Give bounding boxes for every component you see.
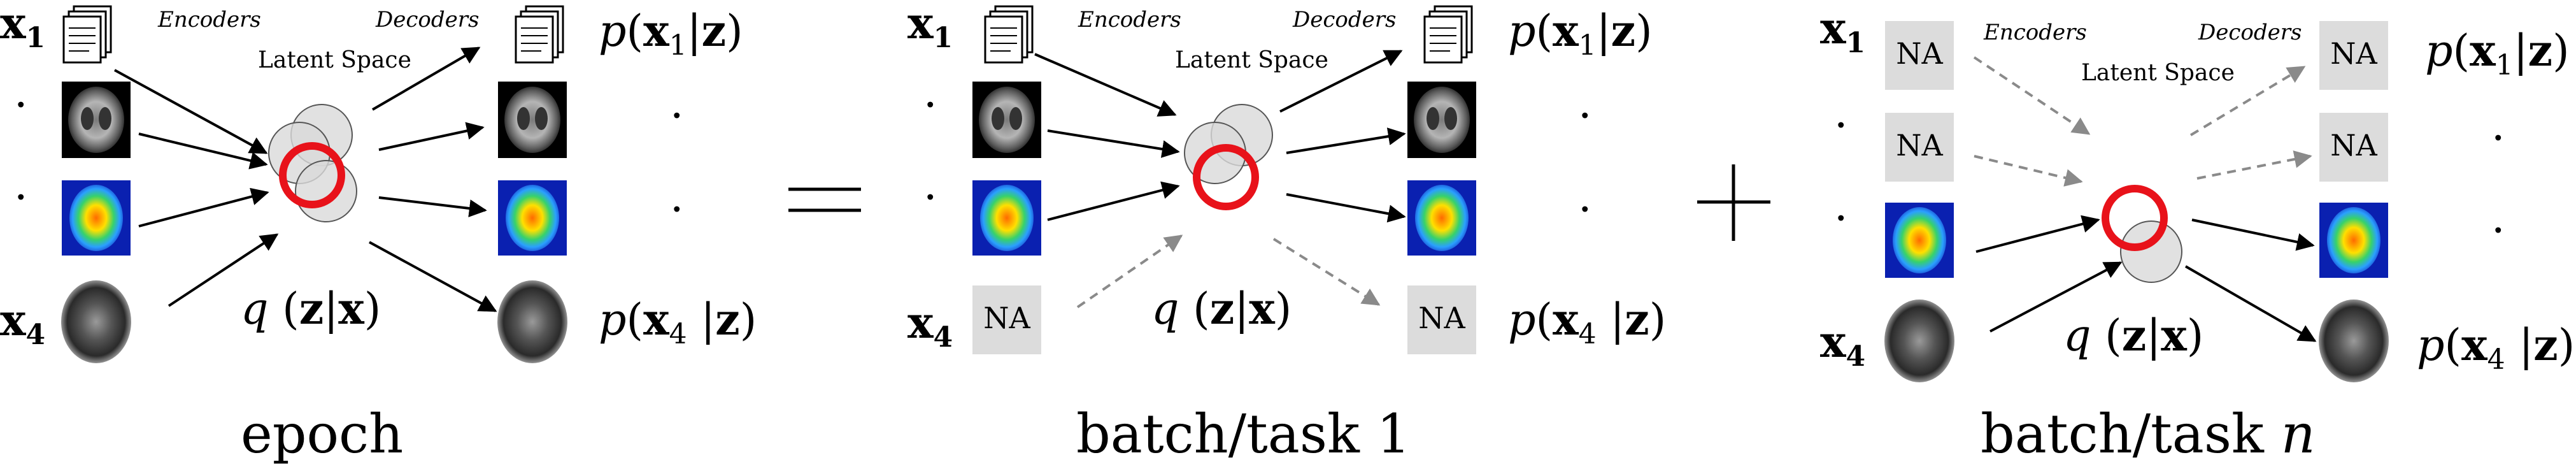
decoder-arrows xyxy=(1279,50,1406,223)
latent-space-label: Latent Space xyxy=(2081,60,2235,86)
output-label-p-x1: p(x1|z) xyxy=(1508,6,1653,62)
input-label-dot-2: · xyxy=(14,80,28,131)
encoders-label: Encoders xyxy=(1983,20,2087,45)
input-label-x1: x1 xyxy=(1820,3,1865,59)
na-label: NA xyxy=(1418,301,1465,335)
panel-task-1: x1 · · x4 NA xyxy=(907,0,1666,465)
decoders-label: Decoders xyxy=(2198,20,2302,45)
input-label-x1: x1 xyxy=(907,0,953,54)
plus-operator xyxy=(1697,164,1770,241)
heatmap-scan-icon xyxy=(1407,180,1476,256)
na-box-input-1: NA xyxy=(1885,21,1954,90)
panel-caption-task-n: batch/task n xyxy=(1981,403,2316,465)
input-label-x1: x1 xyxy=(0,0,45,54)
output-label-p-x1: p(x1|z) xyxy=(2425,25,2570,82)
output-label-p-x4: p(x4 |z) xyxy=(1508,294,1666,350)
latent-space-label: Latent Space xyxy=(258,47,411,73)
input-label-dot-3: · xyxy=(923,173,937,223)
na-box-output-4: NA xyxy=(1407,285,1476,354)
mri-scan-icon xyxy=(62,82,131,158)
joint-posterior-ring xyxy=(279,142,345,208)
heatmap-scan-icon xyxy=(2319,203,2388,278)
mri-scan-icon xyxy=(1407,82,1476,158)
decoders-label: Decoders xyxy=(1292,7,1396,32)
blurred-brain-icon xyxy=(1884,299,1954,382)
blurred-brain-icon xyxy=(497,280,567,363)
output-label-dot-3: · xyxy=(2491,206,2505,256)
document-icon xyxy=(1423,5,1473,64)
output-label-dot-3: · xyxy=(1578,185,1592,235)
na-label: NA xyxy=(983,301,1030,335)
latent-space-distributions xyxy=(268,104,357,222)
panel-caption-epoch: epoch xyxy=(241,403,403,465)
panel-caption-task-1: batch/task 1 xyxy=(1076,403,1411,465)
output-label-dot-3: · xyxy=(670,185,684,235)
dashed-encoder-arrows xyxy=(1973,56,2091,187)
input-label-x4: x4 xyxy=(1820,317,1865,373)
input-label-dot-3: · xyxy=(1834,194,1848,244)
encoders-label: Encoders xyxy=(157,7,261,32)
na-label: NA xyxy=(2330,36,2377,71)
heatmap-scan-icon xyxy=(62,180,131,256)
output-label-p-x4: p(x4 |z) xyxy=(2417,320,2575,376)
decoders-label: Decoders xyxy=(375,7,479,32)
mri-scan-icon xyxy=(972,82,1041,158)
input-label-dot-2: · xyxy=(1834,101,1848,151)
encoder-arrows xyxy=(1034,53,1180,221)
input-label-x4: x4 xyxy=(907,298,953,354)
panel-epoch: x1 · · x4 xyxy=(0,0,757,465)
caption-italic-n: n xyxy=(2281,403,2316,465)
output-label-dot-2: · xyxy=(670,91,684,141)
output-label-p-x4: p(x4 |z) xyxy=(599,294,757,350)
na-box-output-2: NA xyxy=(2319,113,2388,182)
input-label-x4: x4 xyxy=(0,295,45,351)
decoder-arrows xyxy=(2185,219,2317,342)
output-label-dot-2: · xyxy=(1578,91,1592,141)
encoder-posterior-label: q (z|x) xyxy=(1151,284,1292,335)
blurred-brain-icon xyxy=(61,280,131,363)
na-label: NA xyxy=(1896,128,1943,162)
latent-space-distributions xyxy=(2102,185,2182,283)
encoder-posterior-label: q (z|x) xyxy=(2063,310,2203,361)
output-label-dot-2: · xyxy=(2491,113,2505,164)
na-label: NA xyxy=(2330,128,2377,162)
document-icon xyxy=(62,5,112,64)
equals-operator xyxy=(788,187,861,212)
encoder-arrows xyxy=(114,69,279,307)
input-label-dot-3: · xyxy=(14,173,28,223)
joint-posterior-ring xyxy=(2102,185,2168,251)
heatmap-scan-icon xyxy=(498,180,567,256)
encoder-arrows xyxy=(1975,215,2123,333)
joint-posterior-ring xyxy=(1193,144,1259,210)
mri-scan-icon xyxy=(498,82,567,158)
latent-space-label: Latent Space xyxy=(1175,47,1328,73)
document-icon xyxy=(984,5,1034,64)
dashed-decoder-arrow xyxy=(1272,238,1381,306)
na-box-input-4: NA xyxy=(972,285,1041,354)
na-box-input-2: NA xyxy=(1885,113,1954,182)
heatmap-scan-icon xyxy=(1885,203,1954,278)
na-label: NA xyxy=(1896,36,1943,71)
encoders-label: Encoders xyxy=(1078,7,1181,32)
na-box-output-1: NA xyxy=(2319,21,2388,90)
caption-text: batch/task xyxy=(1981,403,2281,465)
blurred-brain-icon xyxy=(2319,299,2389,382)
heatmap-scan-icon xyxy=(972,180,1041,256)
encoder-posterior-label: q (z|x) xyxy=(241,284,381,335)
panel-task-n: x1 · · x4 NA NA Encoders Latent Space xyxy=(1820,3,2575,465)
dashed-decoder-arrows xyxy=(2189,66,2312,180)
latent-space-distributions xyxy=(1184,104,1273,210)
input-label-dot-2: · xyxy=(923,80,937,131)
dashed-encoder-arrow xyxy=(1076,234,1183,308)
document-icon xyxy=(515,5,564,64)
decoder-arrows xyxy=(369,47,497,312)
output-label-p-x1: p(x1|z) xyxy=(599,6,743,62)
